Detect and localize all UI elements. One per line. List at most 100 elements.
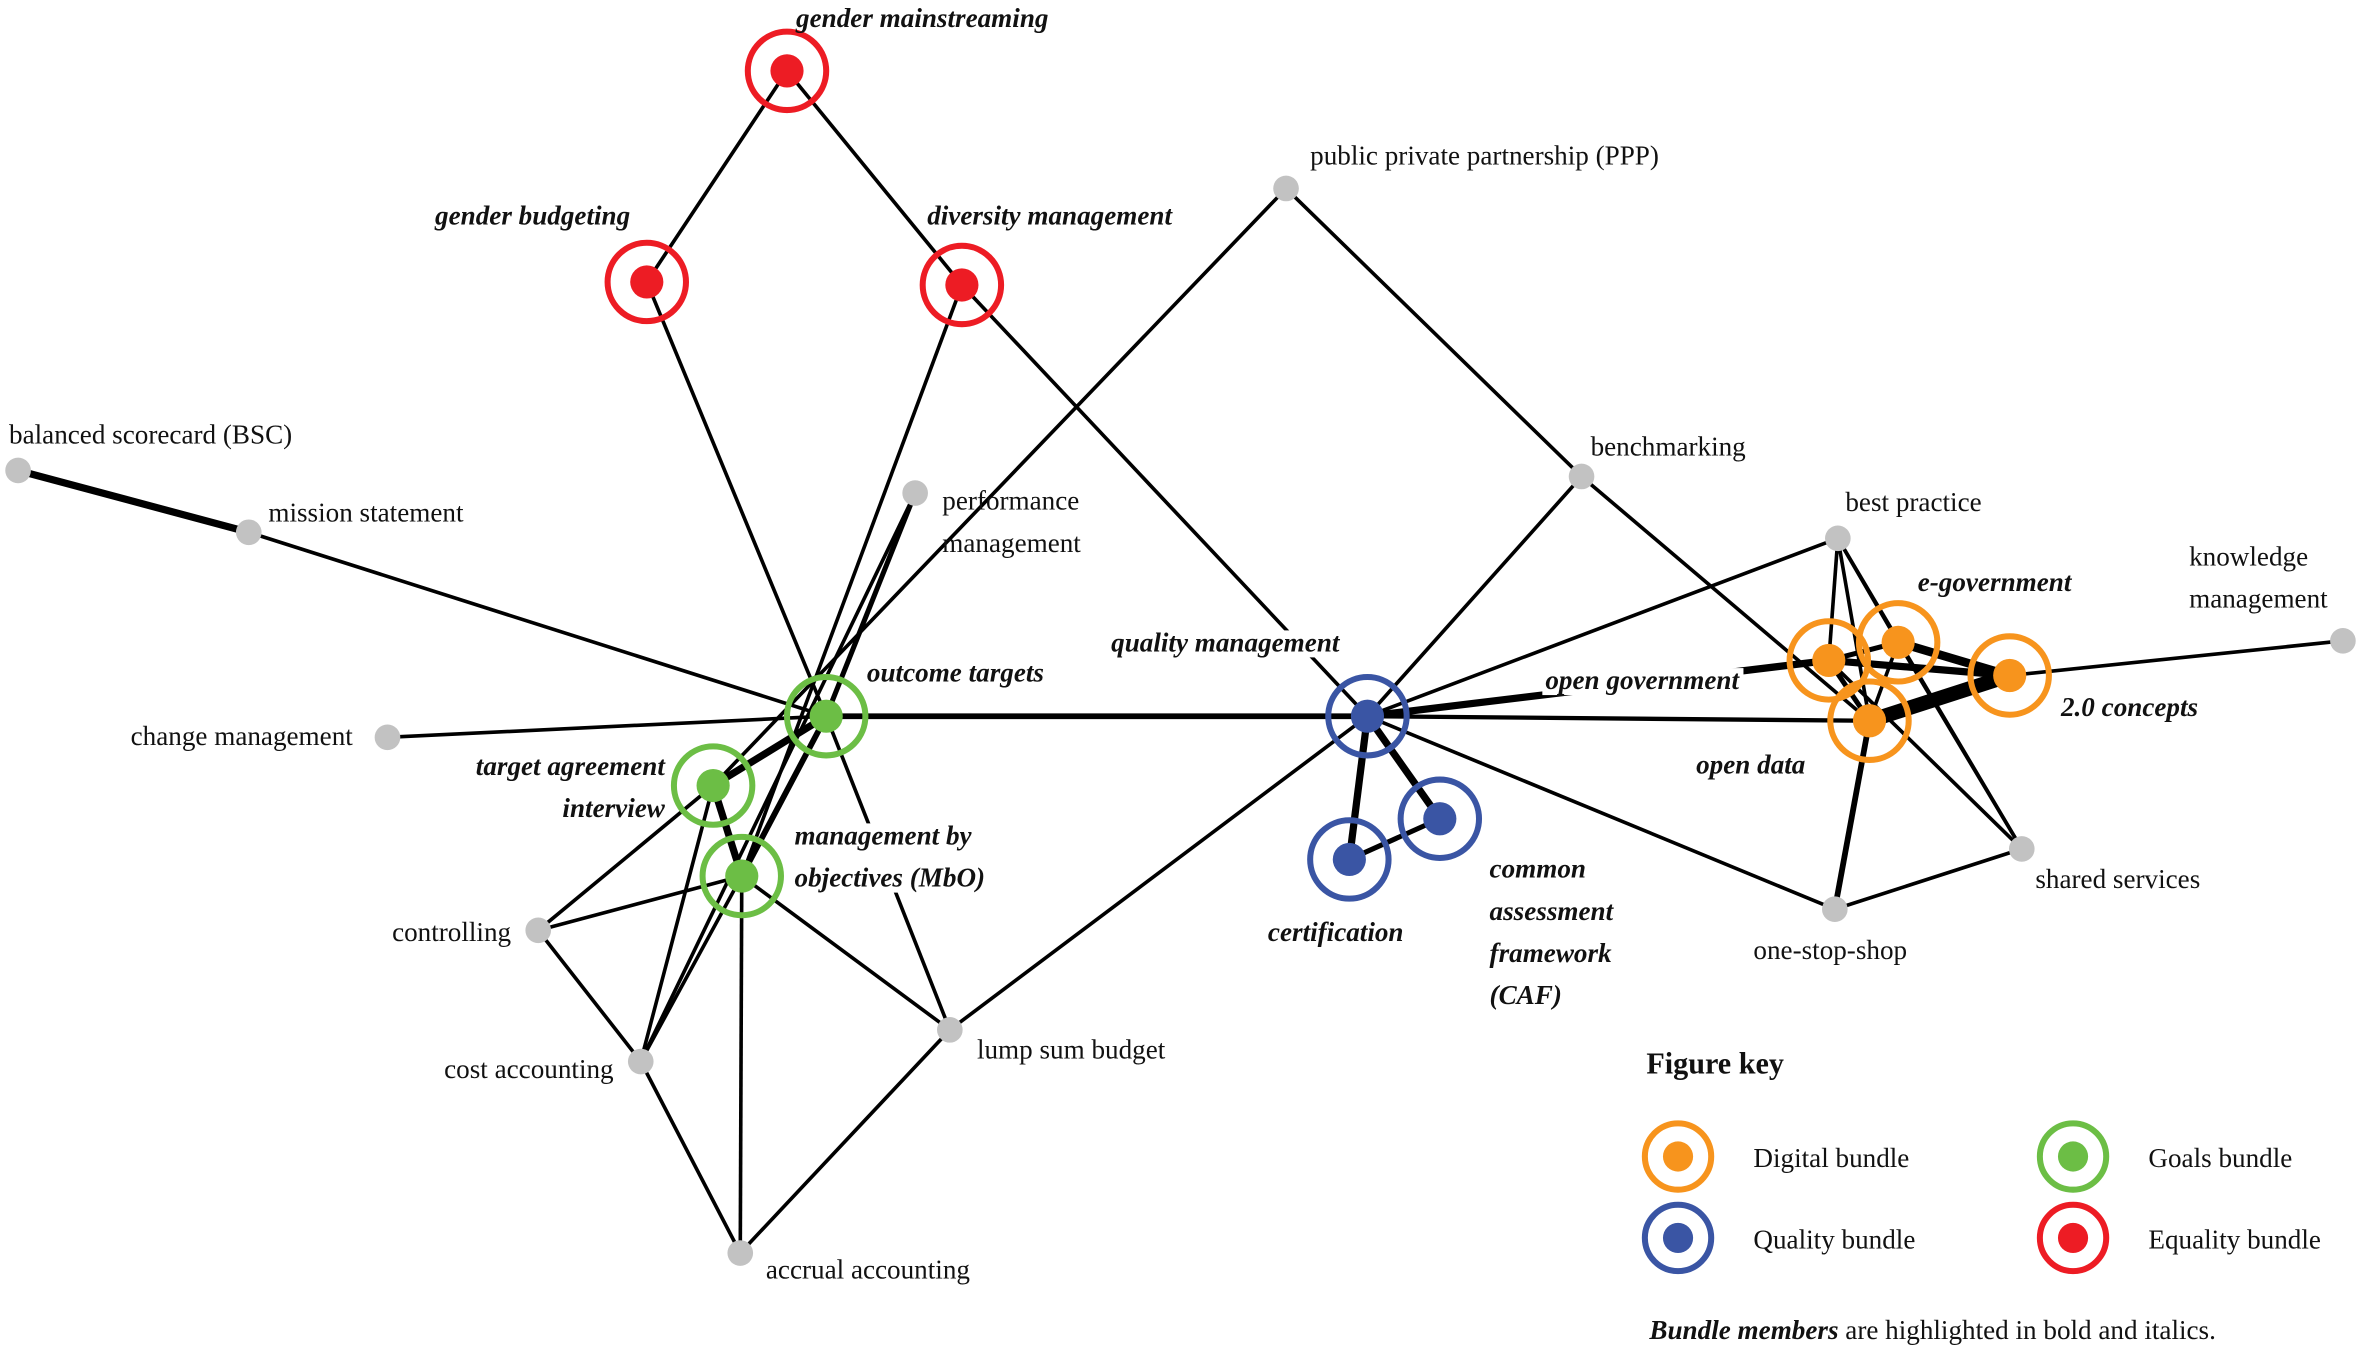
node-label-ot: outcome targets (867, 658, 1044, 688)
legend-note-bold: Bundle members (1648, 1315, 1838, 1345)
node-label-cert: certification (1268, 917, 1404, 947)
node-ca (627, 1048, 654, 1075)
edge-ot-mbo (739, 714, 829, 878)
digital-bundle-ring (1855, 600, 1941, 685)
edge-qm-od (1367, 714, 1870, 723)
label-line: assessment (1490, 896, 1615, 926)
label-line: outcome targets (867, 658, 1044, 688)
digital-bundle-dot (1993, 658, 2027, 693)
label-line: diversity management (927, 201, 1173, 231)
label-line: public private partnership (PPP) (1310, 140, 1659, 170)
node-label-og: open government (1545, 665, 1740, 695)
edge-tai-ca (639, 785, 715, 1062)
node-gm (744, 28, 830, 114)
node-bp (1825, 525, 1851, 552)
edge-oss-ss (1834, 847, 2023, 911)
label-line: management (942, 528, 1081, 558)
legend-item-equality: Equality bundle (2036, 1201, 2321, 1275)
label-line: controlling (392, 917, 511, 947)
concept-dot (1568, 463, 1595, 490)
equality-bundle-ring (604, 239, 690, 325)
node-tai (670, 743, 756, 828)
label-line: gender mainstreaming (795, 3, 1048, 33)
label-mask (1693, 752, 1809, 780)
edge-ctrl-ca (536, 929, 643, 1063)
label-line: interview (562, 793, 665, 823)
equality-bundle-ring (744, 28, 830, 114)
node-label-lsb: lump sum budget (977, 1034, 1166, 1064)
label-mask (1542, 668, 1744, 696)
node-label-ca: cost accounting (444, 1054, 614, 1084)
label-line: common (1490, 854, 1586, 884)
quality-bundle-ring (1397, 776, 1483, 861)
edge-cm-ot (387, 714, 827, 740)
node-label-aa: accrual accounting (766, 1255, 970, 1285)
label-mask (791, 823, 989, 893)
node-ot (783, 674, 869, 759)
node-bench (1568, 463, 1595, 490)
digital-bundle-dot (1812, 643, 1846, 678)
node-label-oss: one-stop-shop (1753, 935, 1907, 965)
label-line: open government (1545, 665, 1740, 695)
label-line: 2.0 concepts (2060, 692, 2198, 722)
node-gb (604, 239, 690, 325)
legend-label: Goals bundle (2148, 1143, 2292, 1173)
concept-dot (525, 917, 552, 944)
quality-bundle-ring (1307, 817, 1392, 902)
node-caf (1397, 776, 1483, 861)
equality-bundle-ring (919, 242, 1005, 328)
label-line: knowledge (2189, 541, 2308, 571)
node-cm (374, 724, 401, 751)
concept-dot (627, 1048, 654, 1075)
label-line: framework (1490, 938, 1612, 968)
label-line: open data (1696, 750, 1805, 780)
edge-ppp-tai (711, 187, 1288, 787)
label-line: mission statement (268, 498, 464, 528)
edge-pm-ca (639, 492, 917, 1063)
node-eg (1855, 600, 1941, 685)
node-mbo (699, 833, 784, 919)
edge-mbo-lsb (740, 874, 951, 1032)
edge-qm-bp (1366, 536, 1839, 718)
edge-qm-oss (1366, 714, 1836, 911)
edge-ot-tai (711, 713, 829, 789)
legend-label: Digital bundle (1753, 1143, 1909, 1173)
goals-bundle-icon (2036, 1120, 2110, 1193)
digital-bundle-dot (1881, 625, 1915, 659)
goals-bundle-dot (809, 699, 843, 733)
node-label-c20: 2.0 concepts (2060, 692, 2198, 722)
goals-bundle-ring (670, 743, 756, 828)
label-line: (CAF) (1490, 980, 1562, 1010)
label-line: shared services (2035, 864, 2200, 894)
node-label-ctrl: controlling (392, 917, 511, 947)
node-cert (1307, 817, 1392, 902)
goals-bundle-ring (699, 833, 784, 919)
edge-bsc-ms (17, 466, 250, 536)
label-line: balanced scorecard (BSC) (9, 419, 292, 449)
digital-bundle-dot (1852, 704, 1887, 738)
edge-bench-qm (1366, 475, 1583, 718)
legend-item-quality: Quality bundle (1641, 1201, 1915, 1275)
goals-bundle-dot (696, 768, 730, 803)
edge-c20-km (2009, 639, 2344, 678)
node-label-gm: gender mainstreaming (795, 3, 1048, 33)
node-c20 (1967, 633, 2052, 718)
legend-item-goals: Goals bundle (2036, 1120, 2292, 1193)
node-label-bench: benchmarking (1591, 431, 1747, 461)
edge-og-ss (1827, 659, 2024, 851)
equality-bundle-dot (945, 268, 979, 302)
node-label-ppp: public private partnership (PPP) (1310, 140, 1659, 170)
legend-title: Figure key (1646, 1047, 1784, 1081)
equality-bundle-icon (2036, 1201, 2110, 1275)
quality-bundle-icon (1641, 1201, 1715, 1275)
edge-gm-dm (785, 69, 964, 287)
node-pm (902, 480, 928, 506)
goals-bundle-ring (783, 674, 869, 759)
node-label-bsc: balanced scorecard (BSC) (9, 419, 292, 449)
legend-note-rest: are highlighted in bold and italics. (1839, 1315, 2216, 1345)
concept-dot (235, 519, 262, 546)
equality-bundle-dot (630, 265, 664, 299)
label-line: benchmarking (1591, 431, 1747, 461)
